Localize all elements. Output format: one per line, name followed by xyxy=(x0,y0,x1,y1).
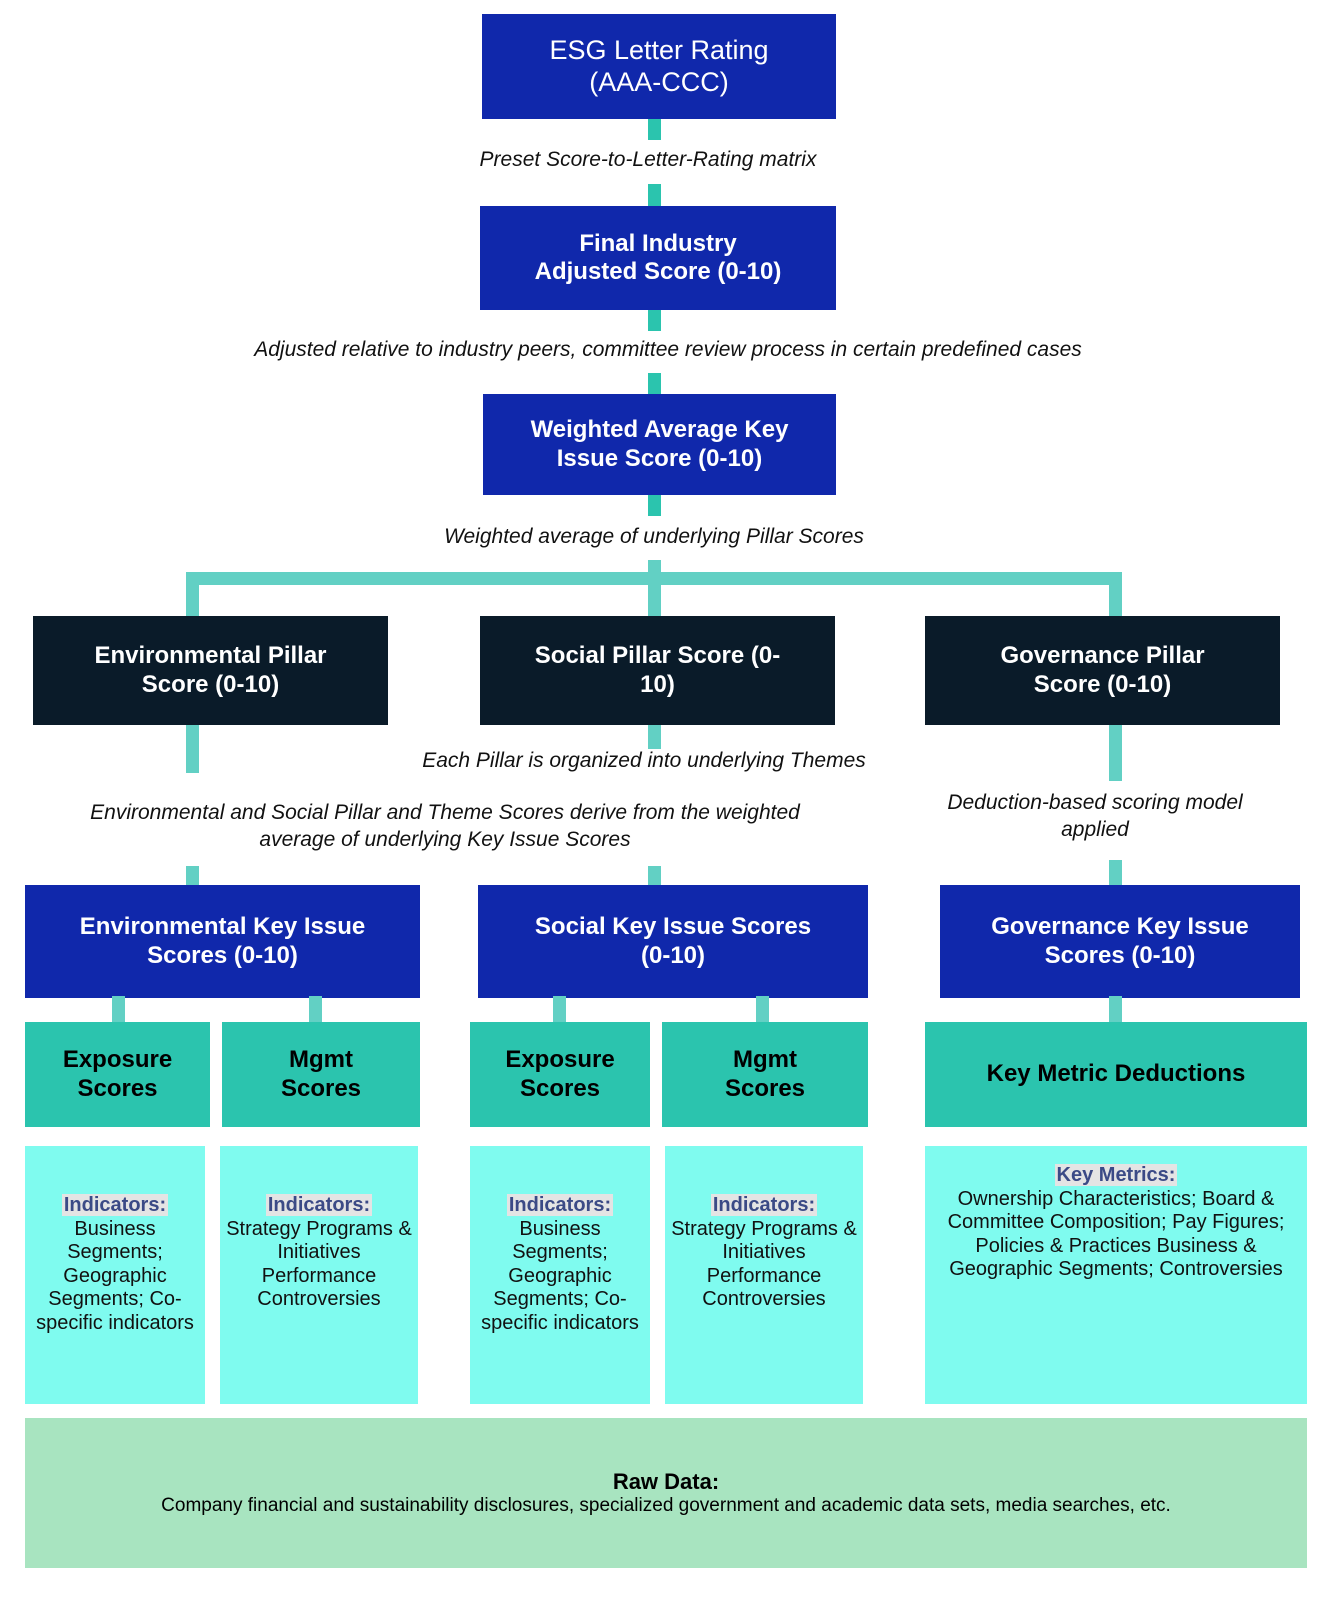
node-environmental-pillar-line1: Environmental Pillar xyxy=(94,642,327,670)
env-mgmt-indicators-body: Strategy Programs & Initiatives Performa… xyxy=(226,1217,412,1311)
node-environmental-pillar-score[interactable]: Environmental Pillar Score (0-10) xyxy=(33,616,388,725)
connector-env-keyissue-to-mgmt xyxy=(309,996,322,1024)
node-governance-pillar-line2: Score (0-10) xyxy=(1033,670,1172,698)
connector-soc-pillar-drop xyxy=(648,725,661,749)
node-governance-key-issue-scores[interactable]: Governance Key Issue Scores (0-10) xyxy=(940,885,1300,998)
node-env-mgmt-scores[interactable]: Mgmt Scores xyxy=(222,1022,420,1127)
node-key-metric-deductions-label: Key Metric Deductions xyxy=(986,1060,1246,1088)
env-exposure-indicators-body: Business Segments; Geographic Segments; … xyxy=(36,1217,194,1334)
edge-label-weighted-pillar: Weighted average of underlying Pillar Sc… xyxy=(444,525,864,548)
node-env-exposure-line1: Exposure xyxy=(62,1046,173,1074)
connector-env-to-key-issue xyxy=(186,866,199,886)
node-final-score-line2: Adjusted Score (0-10) xyxy=(534,258,782,285)
node-key-metric-deductions[interactable]: Key Metric Deductions xyxy=(925,1022,1307,1127)
edge-label-preset-matrix: Preset Score-to-Letter-Rating matrix xyxy=(479,148,817,171)
connector-soc-keyissue-to-mgmt xyxy=(756,996,769,1024)
node-soc-key-issue-line1: Social Key Issue Scores xyxy=(534,913,812,941)
node-final-score-line1: Final Industry xyxy=(579,229,737,257)
env-exposure-indicators-heading: Indicators: xyxy=(61,1194,169,1216)
soc-mgmt-indicators-heading: Indicators: xyxy=(710,1194,818,1216)
node-governance-pillar-line1: Governance Pillar xyxy=(1000,642,1205,670)
connector-gov-to-key-issue xyxy=(1109,860,1122,886)
edge-label-industry-adjust: Adjusted relative to industry peers, com… xyxy=(254,338,1082,361)
connector-env-keyissue-to-exposure xyxy=(112,996,125,1024)
connector-branch-center-drop xyxy=(648,572,661,617)
node-env-mgmt-indicators[interactable]: Indicators: Strategy Programs & Initiati… xyxy=(220,1146,418,1404)
node-soc-mgmt-line2: Scores xyxy=(724,1074,806,1102)
soc-mgmt-indicators-body: Strategy Programs & Initiatives Performa… xyxy=(671,1217,857,1311)
soc-exposure-indicators-heading: Indicators: xyxy=(506,1194,614,1216)
node-env-exposure-line2: Scores xyxy=(77,1074,158,1102)
node-env-key-issue-line2: Scores (0-10) xyxy=(147,941,298,969)
node-governance-pillar-score[interactable]: Governance Pillar Score (0-10) xyxy=(925,616,1280,725)
node-weighted-average-key-issue-score[interactable]: Weighted Average Key Issue Score (0-10) xyxy=(483,394,836,495)
node-raw-data[interactable]: Raw Data: Company financial and sustaina… xyxy=(25,1418,1307,1568)
edge-label-themes: Each Pillar is organized into underlying… xyxy=(422,749,866,772)
env-mgmt-indicators-heading: Indicators: xyxy=(265,1194,373,1216)
connector-soc-keyissue-to-exposure xyxy=(553,996,566,1024)
connector-branch-left-drop xyxy=(186,572,199,617)
node-env-mgmt-line1: Mgmt xyxy=(289,1046,353,1074)
node-social-key-issue-scores[interactable]: Social Key Issue Scores (0-10) xyxy=(478,885,868,998)
node-esg-letter-rating[interactable]: ESG Letter Rating (AAA-CCC) xyxy=(482,14,836,119)
node-env-exposure-scores[interactable]: Exposure Scores xyxy=(25,1022,210,1127)
connector-weighted-to-label xyxy=(648,495,661,516)
node-weighted-avg-line2: Issue Score (0-10) xyxy=(556,444,763,472)
connector-env-pillar-drop xyxy=(186,725,199,773)
node-soc-exposure-indicators[interactable]: Indicators: Business Segments; Geographi… xyxy=(470,1146,650,1404)
raw-data-body: Company financial and sustainability dis… xyxy=(161,1494,1171,1516)
connector-label-to-weighted xyxy=(648,373,661,395)
edge-label-deduction-model: Deduction-based scoring model applied xyxy=(947,791,1243,841)
node-environmental-pillar-line2: Score (0-10) xyxy=(141,670,280,698)
connector-rating-to-label xyxy=(648,119,661,140)
raw-data-heading: Raw Data: xyxy=(612,1468,720,1494)
edge-label-env-soc-derive: Environmental and Social Pillar and Them… xyxy=(90,801,800,851)
connector-label-to-final-score xyxy=(648,184,661,206)
node-final-industry-adjusted-score[interactable]: Final Industry Adjusted Score (0-10) xyxy=(480,206,836,310)
node-esg-letter-rating-line1: ESG Letter Rating xyxy=(549,34,769,65)
node-weighted-avg-line1: Weighted Average Key xyxy=(530,416,789,444)
node-social-pillar-line1: Social Pillar Score (0- xyxy=(534,642,781,670)
node-soc-exposure-scores[interactable]: Exposure Scores xyxy=(470,1022,650,1127)
node-soc-exposure-line2: Scores xyxy=(519,1074,601,1102)
node-social-pillar-line2: 10) xyxy=(640,670,675,698)
node-soc-mgmt-indicators[interactable]: Indicators: Strategy Programs & Initiati… xyxy=(665,1146,863,1404)
connector-soc-to-key-issue xyxy=(648,866,661,886)
connector-final-to-label xyxy=(648,310,661,331)
connector-branch-right-drop xyxy=(1109,572,1122,617)
node-env-mgmt-line2: Scores xyxy=(280,1074,362,1102)
node-soc-mgmt-scores[interactable]: Mgmt Scores xyxy=(662,1022,868,1127)
node-esg-letter-rating-line2: (AAA-CCC) xyxy=(589,66,729,97)
node-gov-key-issue-line2: Scores (0-10) xyxy=(1044,941,1196,969)
gov-key-metrics-body: Ownership Characteristics; Board & Commi… xyxy=(947,1187,1285,1281)
node-environmental-key-issue-scores[interactable]: Environmental Key Issue Scores (0-10) xyxy=(25,885,420,998)
connector-gov-pillar-drop xyxy=(1109,725,1122,781)
gov-key-metrics-heading: Key Metrics: xyxy=(1054,1164,1178,1186)
node-env-exposure-indicators[interactable]: Indicators: Business Segments; Geographi… xyxy=(25,1146,205,1404)
connector-gov-keyissue-to-deductions xyxy=(1109,996,1122,1024)
node-soc-exposure-line1: Exposure xyxy=(505,1046,615,1074)
node-soc-key-issue-line2: (0-10) xyxy=(640,941,706,969)
node-social-pillar-score[interactable]: Social Pillar Score (0- 10) xyxy=(480,616,835,725)
node-gov-key-issue-line1: Governance Key Issue xyxy=(991,913,1249,941)
node-env-key-issue-line1: Environmental Key Issue xyxy=(79,913,366,941)
node-soc-mgmt-line1: Mgmt xyxy=(733,1046,797,1074)
node-gov-key-metrics[interactable]: Key Metrics: Ownership Characteristics; … xyxy=(925,1146,1307,1404)
soc-exposure-indicators-body: Business Segments; Geographic Segments; … xyxy=(481,1217,639,1334)
